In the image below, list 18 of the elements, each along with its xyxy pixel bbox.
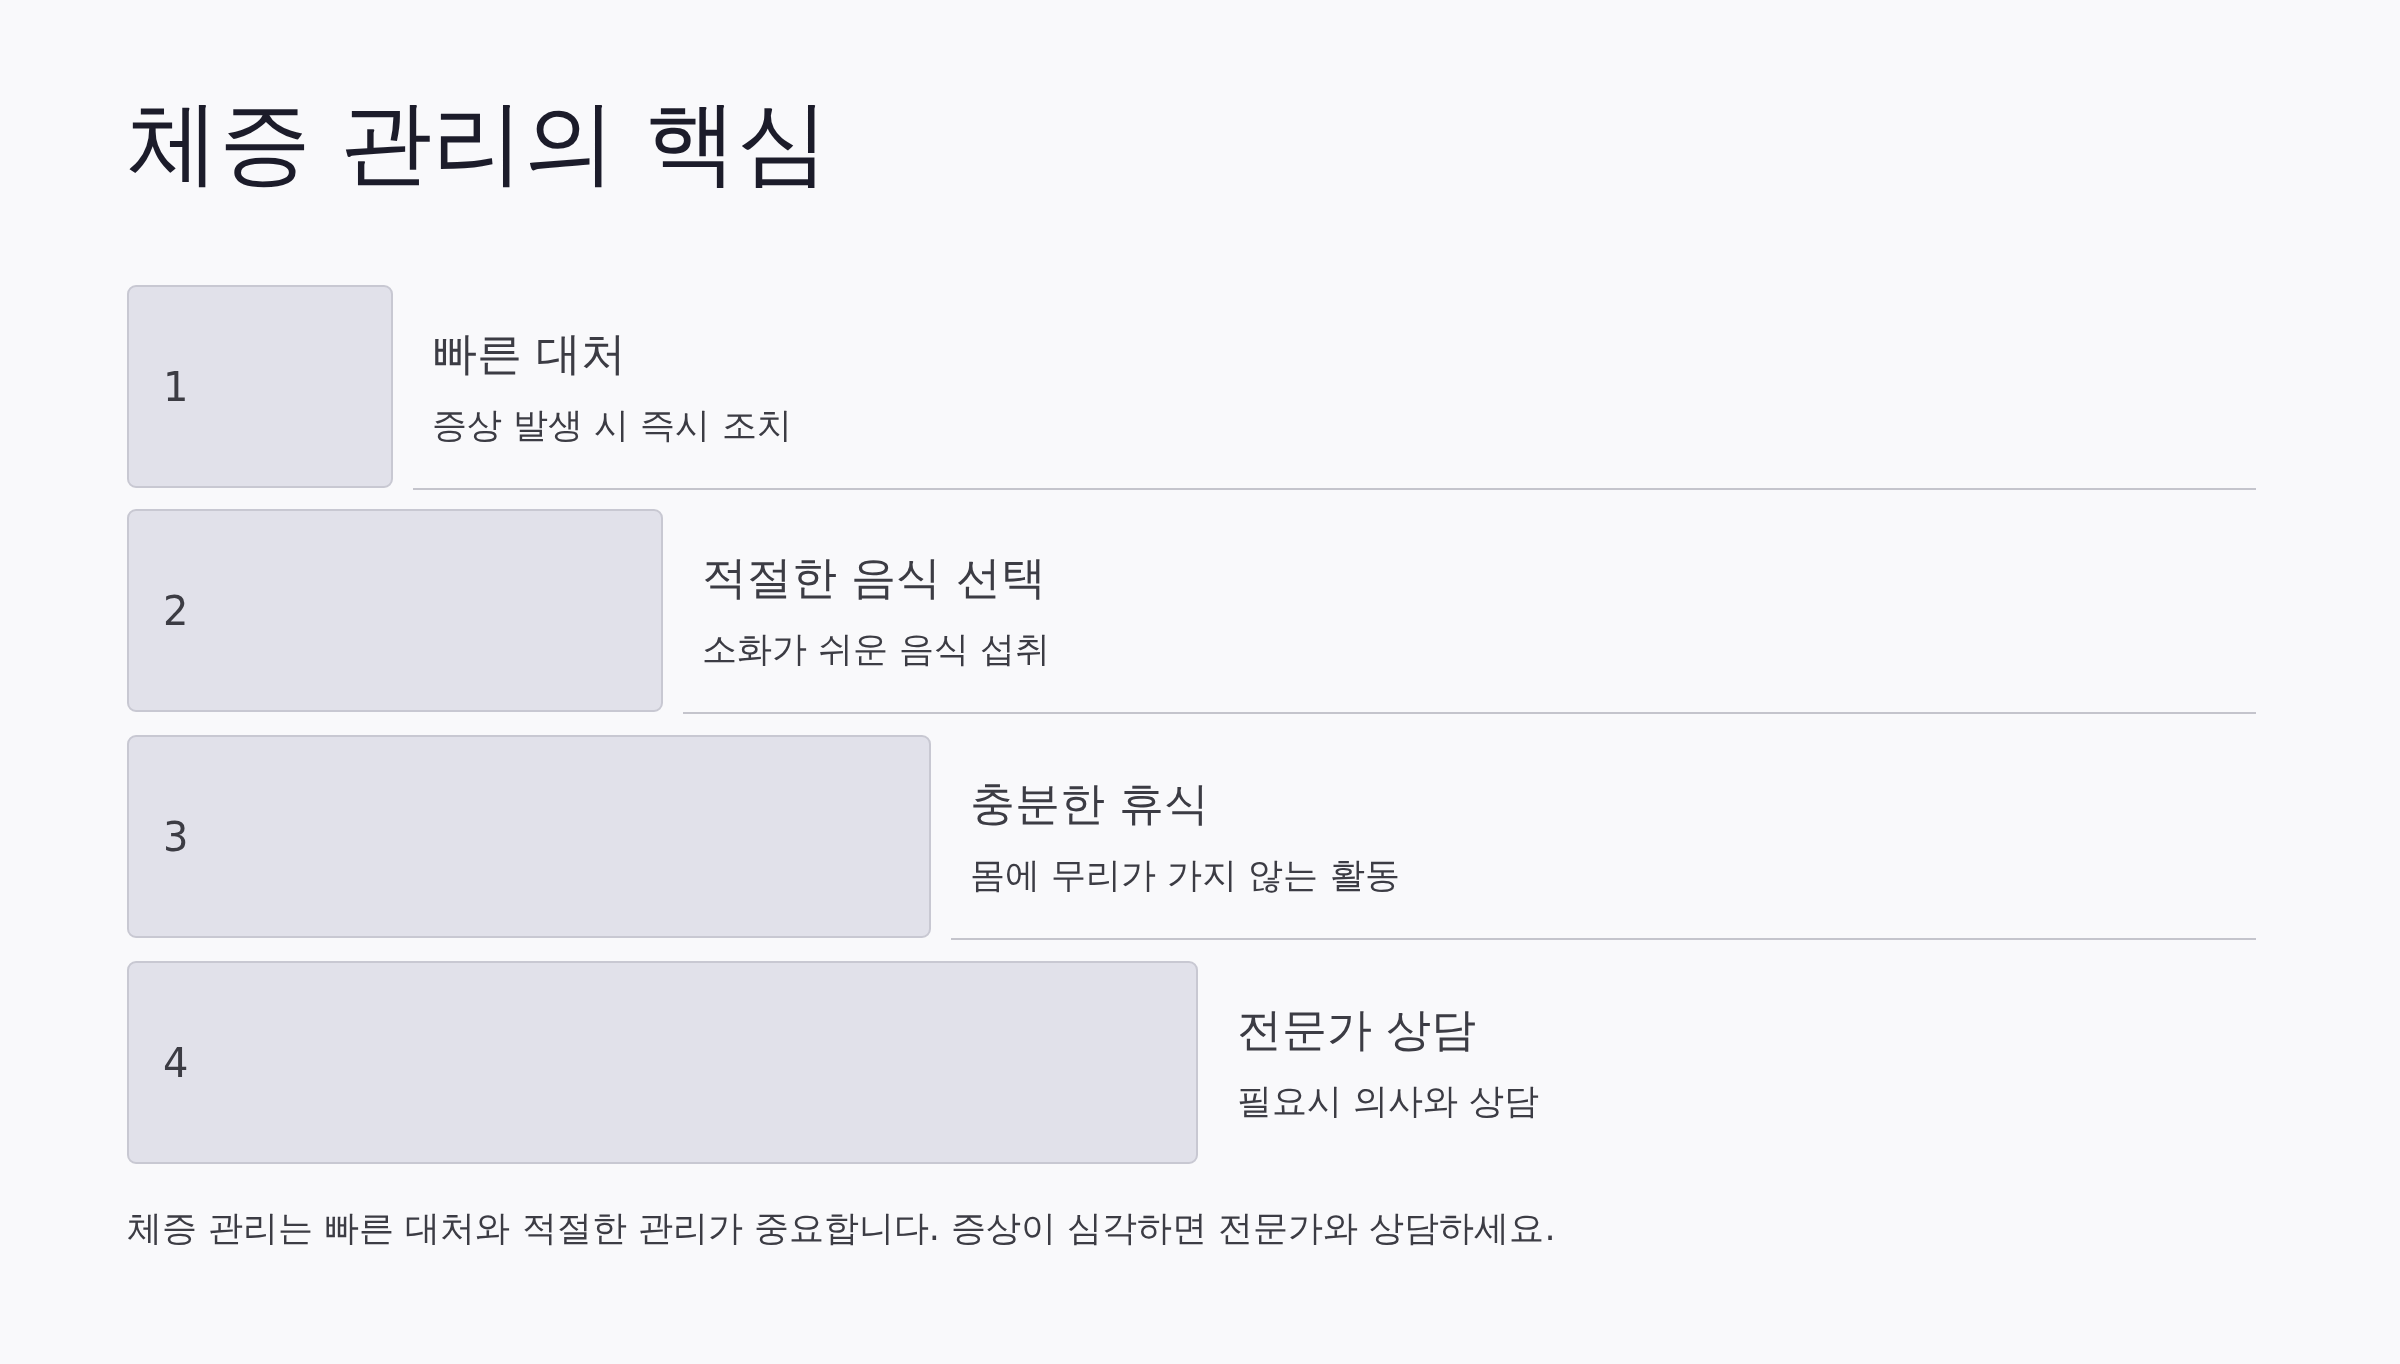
step-bar xyxy=(127,961,1198,1164)
step-number: 1 xyxy=(163,362,189,411)
step-description: 필요시 의사와 상담 xyxy=(1237,1079,1540,1123)
step-heading: 충분한 휴식 xyxy=(970,775,1211,832)
step-number: 2 xyxy=(163,586,189,635)
step-heading: 빠른 대처 xyxy=(432,325,628,382)
step-description: 몸에 무리가 가지 않는 활동 xyxy=(970,853,1400,897)
slide-title: 체증 관리의 핵심 xyxy=(127,88,830,198)
step-description: 증상 발생 시 즉시 조치 xyxy=(432,403,792,447)
step-bar xyxy=(127,735,931,938)
step-number: 4 xyxy=(163,1038,189,1087)
step-number: 3 xyxy=(163,812,189,861)
step-heading: 전문가 상담 xyxy=(1237,1001,1478,1058)
step-description: 소화가 쉬운 음식 섭취 xyxy=(702,627,1051,671)
caption-text: 체증 관리는 빠른 대처와 적절한 관리가 중요합니다. 증상이 심각하면 전문가와 상담하세요. xyxy=(127,1207,1556,1250)
step-bar xyxy=(127,285,393,488)
step-bar xyxy=(127,509,663,712)
step-heading: 적절한 음식 선택 xyxy=(702,549,1047,606)
